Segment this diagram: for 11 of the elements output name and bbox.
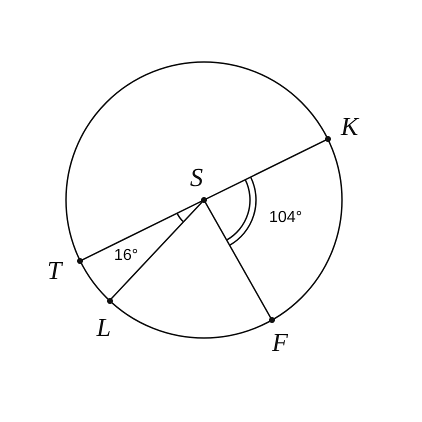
point-label: F xyxy=(272,330,288,356)
line-segment xyxy=(204,138,328,201)
point-label: L xyxy=(96,314,111,341)
line-segment xyxy=(108,199,205,302)
angle-label: 16° xyxy=(114,247,138,265)
point-label: K xyxy=(340,114,358,140)
angle-label: 104° xyxy=(269,209,302,227)
line-segment xyxy=(80,199,204,262)
point-label: S xyxy=(190,165,203,191)
line-segment xyxy=(203,200,273,320)
point-label: T xyxy=(47,258,62,284)
